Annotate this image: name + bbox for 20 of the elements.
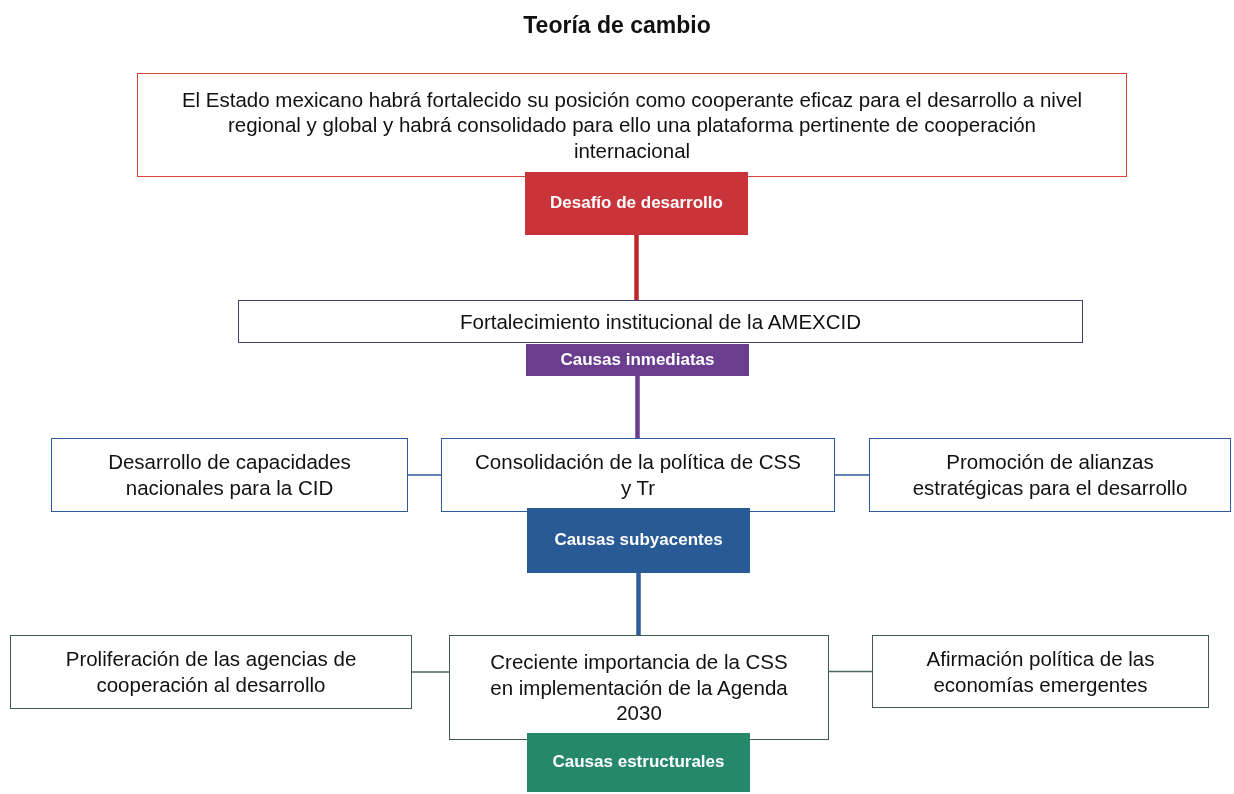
connector-line: [634, 235, 639, 300]
level-tag: Causas subyacentes: [527, 508, 750, 573]
connector-line: [636, 573, 641, 635]
statement-box: Fortalecimiento institucional de la AMEXCID: [238, 300, 1083, 343]
level-tag: Desafío de desarrollo: [525, 172, 748, 235]
connector-line: [828, 670, 873, 673]
level-tag: Causas estructurales: [527, 733, 750, 792]
statement-box: Consolidación de la política de CSS y Tr: [441, 438, 835, 512]
statement-box: Desarrollo de capacidades nacionales para la CID: [51, 438, 408, 512]
connector-line: [407, 474, 442, 476]
connector-line: [834, 474, 870, 476]
statement-box: Promoción de alianzas estratégicas para el desarrollo: [869, 438, 1231, 512]
statement-box: Proliferación de las agencias de cooperación al desarrollo: [10, 635, 412, 709]
statement-box: El Estado mexicano habrá fortalecido su posición como cooperante eficaz para el desarrollo a nivel regional y global y habrá consolidado para ello una plataforma pertinente de cooperación internacional: [137, 73, 1127, 177]
level-tag: Causas inmediatas: [526, 344, 749, 376]
connector-line: [635, 376, 640, 438]
statement-box: Afirmación política de las economías emergentes: [872, 635, 1209, 708]
statement-box: Creciente importancia de la CSS en implementación de la Agenda 2030: [449, 635, 829, 740]
connector-line: [411, 671, 450, 673]
diagram-title: Teoría de cambio: [522, 12, 712, 39]
